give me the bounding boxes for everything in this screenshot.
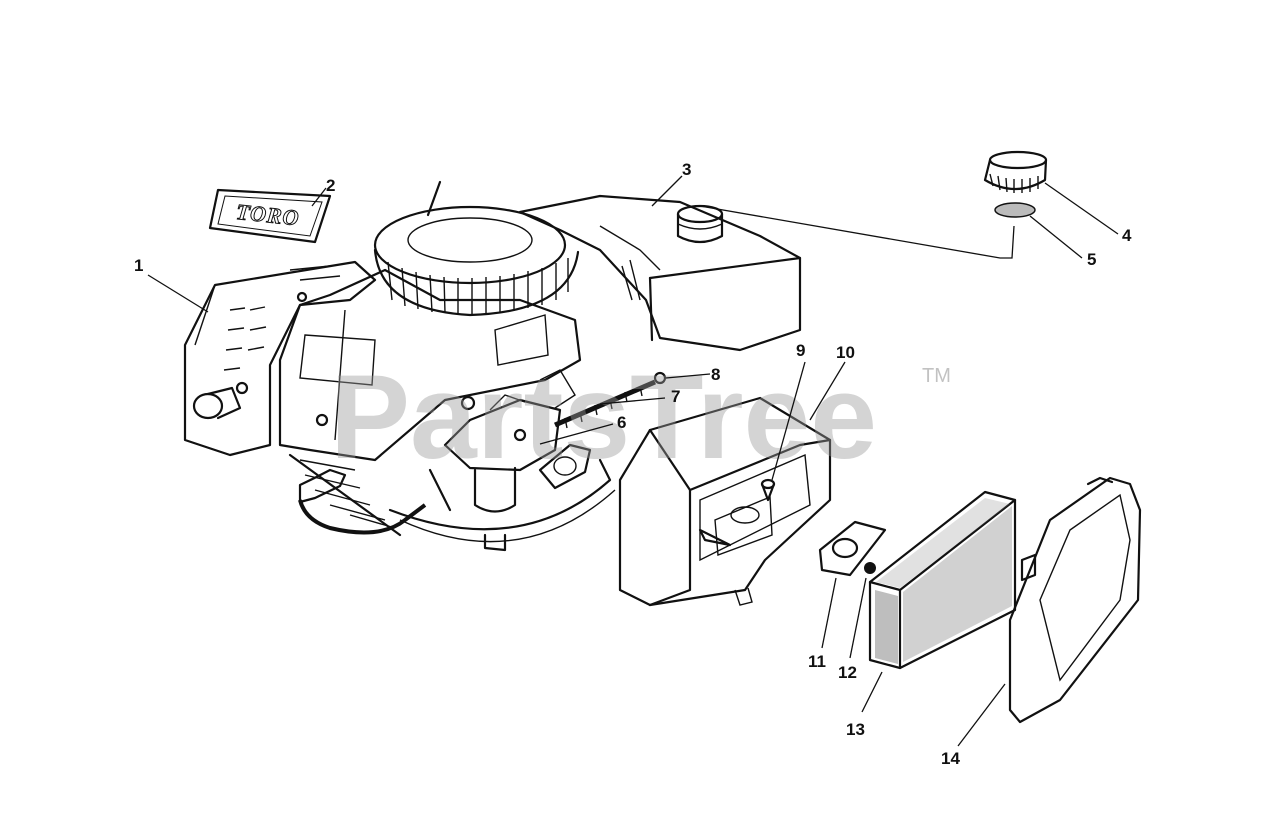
callout-11: 11 [808,652,826,671]
part-14-cover[interactable] [1008,476,1142,724]
part-10-air-cleaner-body[interactable] [618,396,832,607]
part-8-clip[interactable] [653,371,667,385]
watermark-text: PartsTree [330,350,877,484]
recoil-starter [373,205,580,317]
part-4-fuel-cap[interactable] [983,150,1048,193]
callout-6: 6 [617,413,626,432]
callout-5: 5 [1087,250,1096,269]
part-12-nut[interactable] [864,562,876,574]
watermark: PartsTree TM [330,350,951,484]
watermark-trademark: TM [922,365,951,387]
callout-labels: 1 2 3 4 5 6 7 8 9 10 11 12 13 14 [134,160,1132,768]
callout-1: 1 [134,256,143,275]
callout-13: 13 [846,720,865,739]
carburetor [443,369,576,513]
part-1-engine[interactable] [183,180,616,552]
part-6-gasket[interactable] [538,443,592,490]
callout-12: 12 [838,663,857,682]
callout-8: 8 [711,365,720,384]
part-2-decal[interactable]: TORO [208,188,332,244]
callout-4: 4 [1122,226,1132,245]
callout-2: 2 [326,176,335,195]
part-11-baffle[interactable] [818,520,887,577]
callout-3: 3 [682,160,691,179]
leader-lines [147,175,1119,747]
callout-9: 9 [796,341,805,360]
callout-10: 10 [836,343,855,362]
part-13-foam-element[interactable] [868,490,1017,670]
callout-14: 14 [941,749,960,768]
part-9-screw[interactable] [760,478,776,502]
callout-7: 7 [671,387,680,406]
part-3-fuel-tank[interactable] [518,194,802,352]
part-5-cap-gasket[interactable] [994,202,1036,218]
